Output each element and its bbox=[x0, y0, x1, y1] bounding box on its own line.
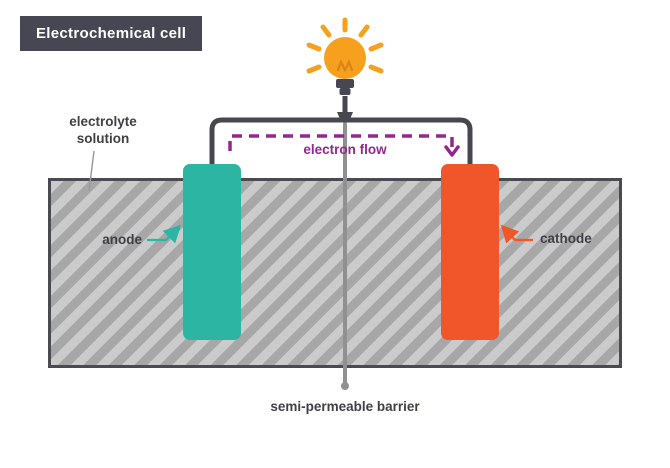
barrier-label: semi-permeable barrier bbox=[270, 399, 420, 414]
electrolyte-pointer-line bbox=[88, 150, 95, 192]
light-bulb-icon bbox=[306, 17, 384, 95]
bulb-rays bbox=[306, 17, 384, 74]
electron-flow-arrow bbox=[228, 134, 460, 157]
page-title: Electrochemical cell bbox=[36, 25, 187, 42]
cathode-label: cathode bbox=[540, 231, 592, 246]
circuit-wire bbox=[209, 96, 473, 179]
cathode-electrode bbox=[441, 164, 499, 340]
anode-label: anode bbox=[102, 232, 142, 247]
bulb-filament bbox=[336, 59, 354, 73]
anode-arrow bbox=[147, 224, 182, 244]
cathode-arrow bbox=[500, 224, 533, 244]
title-badge: Electrochemical cell bbox=[20, 16, 203, 51]
bulb-glass bbox=[324, 37, 366, 79]
semi-permeable-barrier-line bbox=[341, 122, 349, 390]
bulb-base bbox=[336, 79, 354, 88]
anode-electrode bbox=[183, 164, 241, 340]
electrolyte-label: electrolyte solution bbox=[69, 114, 137, 146]
electrolyte-tank bbox=[48, 178, 622, 368]
electron-flow-label: electron flow bbox=[303, 142, 387, 157]
